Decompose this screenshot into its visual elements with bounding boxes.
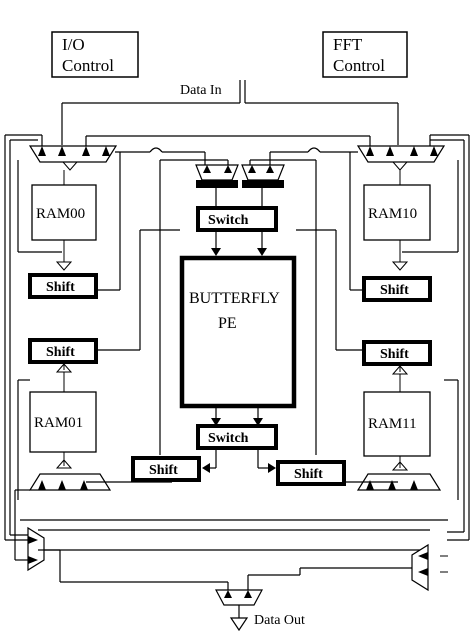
- butterfly-label-line2: PE: [218, 315, 237, 332]
- ram11-block: RAM11: [363, 364, 431, 471]
- switch-bottom: Switch: [196, 424, 278, 473]
- io-control-box: I/O Control: [51, 31, 139, 78]
- fft-control-label-line2: Control: [333, 56, 385, 75]
- shift-block-top-right: Shift: [362, 276, 432, 302]
- fft-control-label-line1: FFT: [333, 35, 363, 54]
- mux-top-left: [28, 145, 118, 171]
- data-in-label: Data In: [180, 83, 222, 98]
- ram01-label: RAM01: [34, 415, 83, 431]
- ram11-label: RAM11: [368, 416, 417, 432]
- switch-label: Switch: [208, 213, 249, 228]
- butterfly-pe-block: BUTTERFLY PE: [179, 255, 297, 426]
- io-control-label-line1: I/O: [62, 35, 85, 54]
- shift-label: Shift: [380, 347, 409, 362]
- shift-label: Shift: [46, 280, 75, 295]
- mux-bottom-left: [28, 473, 112, 491]
- butterfly-label-line1: BUTTERFLY: [189, 290, 280, 307]
- mux-side-left: [27, 526, 60, 572]
- ram10-block: RAM10: [363, 170, 431, 271]
- shift-block-bottom-center-right: Shift: [276, 460, 346, 486]
- ram01-block: RAM01: [29, 362, 97, 469]
- ram00-block: RAM00: [31, 170, 97, 271]
- data-out-label: Data Out: [254, 613, 305, 628]
- shift-block-bottom-center-left: Shift: [131, 456, 201, 482]
- fft-control-box: FFT Control: [322, 31, 408, 78]
- shift-label: Shift: [46, 345, 75, 360]
- switch-label: Switch: [208, 431, 249, 446]
- shift-label: Shift: [380, 283, 409, 298]
- shift-block-mid-right: Shift: [362, 340, 432, 366]
- shift-label: Shift: [149, 463, 178, 478]
- center-muxes: [195, 164, 285, 188]
- shift-label: Shift: [294, 467, 323, 482]
- ram00-label: RAM00: [36, 206, 85, 222]
- data-in-bus: [61, 80, 399, 145]
- shift-block-top-left: Shift: [28, 273, 98, 299]
- mux-output: [59, 550, 301, 632]
- mux-side-right: [300, 543, 448, 592]
- io-control-label-line2: Control: [62, 56, 114, 75]
- shift-block-mid-left: Shift: [28, 338, 98, 364]
- mux-bottom-right: [356, 473, 442, 491]
- outer-wiring: [4, 134, 470, 561]
- ram10-label: RAM10: [368, 206, 417, 222]
- switch-top: Switch: [196, 188, 278, 256]
- mux-top-right: [356, 145, 446, 171]
